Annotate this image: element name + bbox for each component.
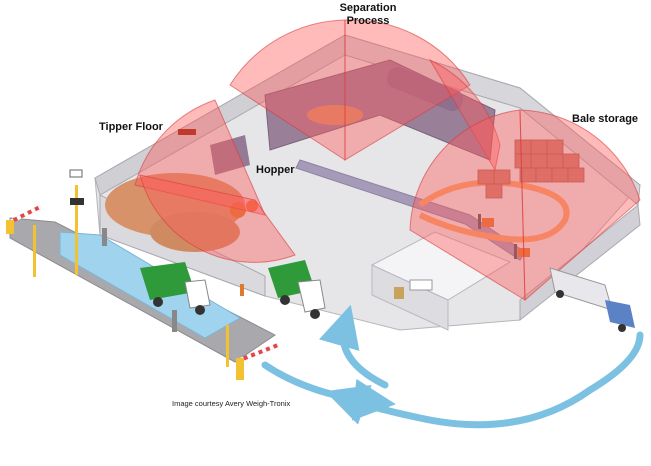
yellow-pole <box>33 225 36 277</box>
zone-separation-right <box>428 58 501 172</box>
hopper-unit <box>210 135 250 175</box>
barrier-icon <box>6 205 41 234</box>
coverage-zones <box>134 19 641 302</box>
image-credit: Image courtesy Avery Weigh-Tronix <box>172 399 291 408</box>
kiosk-post <box>172 310 177 332</box>
zone-separation-center <box>344 19 471 161</box>
blue-truck-icon <box>549 267 635 332</box>
camera-icon <box>69 169 83 178</box>
bale-stacks <box>477 139 585 199</box>
zone-tipper-floor <box>134 99 266 216</box>
office-desk <box>409 279 433 291</box>
zone-hopper <box>139 174 296 263</box>
separation-label-line2: Process <box>346 15 390 27</box>
kiosk-post <box>102 228 107 246</box>
flow-arrow-icon <box>261 304 644 429</box>
display-board <box>70 198 84 205</box>
hopper-label: Hopper <box>256 164 295 176</box>
green-truck-icon <box>140 262 211 315</box>
camera-pole <box>75 185 78 275</box>
green-truck-icon <box>268 260 326 319</box>
office-cabinet <box>394 287 404 299</box>
forklift-icon <box>230 200 258 218</box>
orange-post <box>240 284 244 296</box>
zone-bale-storage-right <box>519 109 641 302</box>
zone-separation-left <box>229 19 346 161</box>
tipper-floor-waste-2 <box>150 212 240 252</box>
bale-storage-label: Bale storage <box>572 113 639 125</box>
forklift-icon <box>478 214 494 229</box>
tipper-floor-label: Tipper Floor <box>99 121 163 133</box>
sorted-material <box>307 105 363 125</box>
conveyor-belt <box>295 159 526 261</box>
wall-sign <box>178 129 196 135</box>
front-wall-right <box>519 204 641 322</box>
zone-bale-storage <box>409 109 526 301</box>
bale-storage-track <box>418 179 570 243</box>
separation-process-label: Separation Process <box>340 2 397 28</box>
barrier-icon <box>236 343 279 380</box>
yellow-pole <box>226 325 229 367</box>
separation-label-line1: Separation <box>339 2 397 14</box>
